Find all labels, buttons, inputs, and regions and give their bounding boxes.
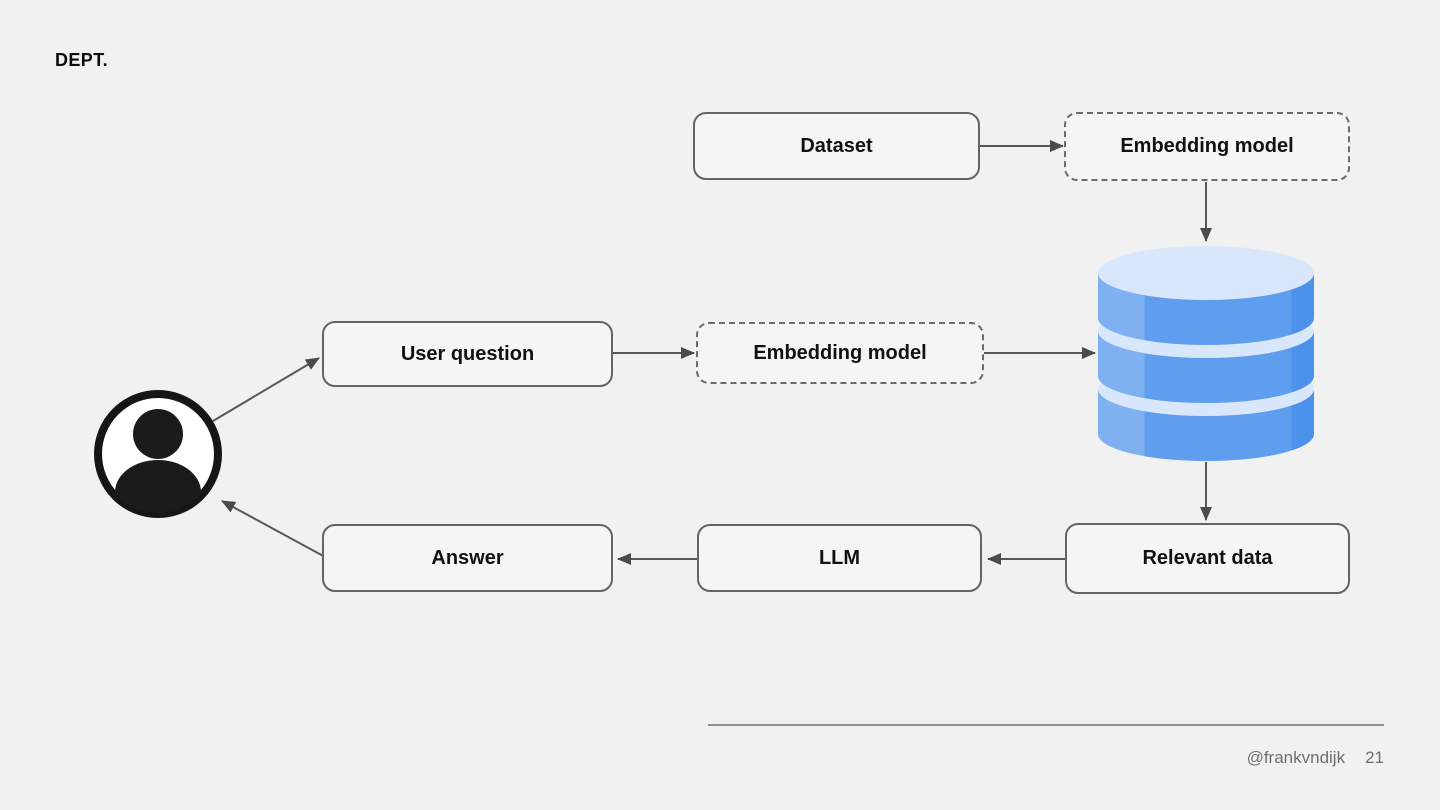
edge-answer-to-user xyxy=(221,500,328,559)
node-embedding-model-top: Embedding model xyxy=(1064,112,1350,181)
node-embedding-model-mid-label: Embedding model xyxy=(753,341,927,364)
user-icon xyxy=(94,390,222,518)
node-llm-label: LLM xyxy=(818,546,861,569)
node-relevant-data-label: Relevant data xyxy=(1142,547,1273,569)
dept-logo: DEPT. xyxy=(55,50,109,70)
node-dataset-label: Dataset xyxy=(800,134,873,157)
node-dataset: Dataset xyxy=(693,112,980,180)
node-embedding-model-top-label: Embedding model xyxy=(1120,135,1294,157)
node-relevant-data: Relevant data xyxy=(1065,523,1350,594)
node-answer: Answer xyxy=(322,524,613,592)
node-user-question-label: User question xyxy=(400,342,535,365)
node-embedding-model-mid: Embedding model xyxy=(696,322,984,384)
footer: @frankvndijk 21 xyxy=(1247,748,1384,768)
database-icon xyxy=(1097,245,1315,462)
node-answer-label: Answer xyxy=(431,546,504,569)
node-llm: LLM xyxy=(697,524,982,592)
footer-handle: @frankvndijk xyxy=(1246,748,1346,767)
node-user-question: User question xyxy=(322,321,613,387)
footer-divider xyxy=(708,724,1384,726)
edge-user-to-user-question xyxy=(212,357,320,422)
footer-page-number: 21 xyxy=(1365,748,1384,767)
